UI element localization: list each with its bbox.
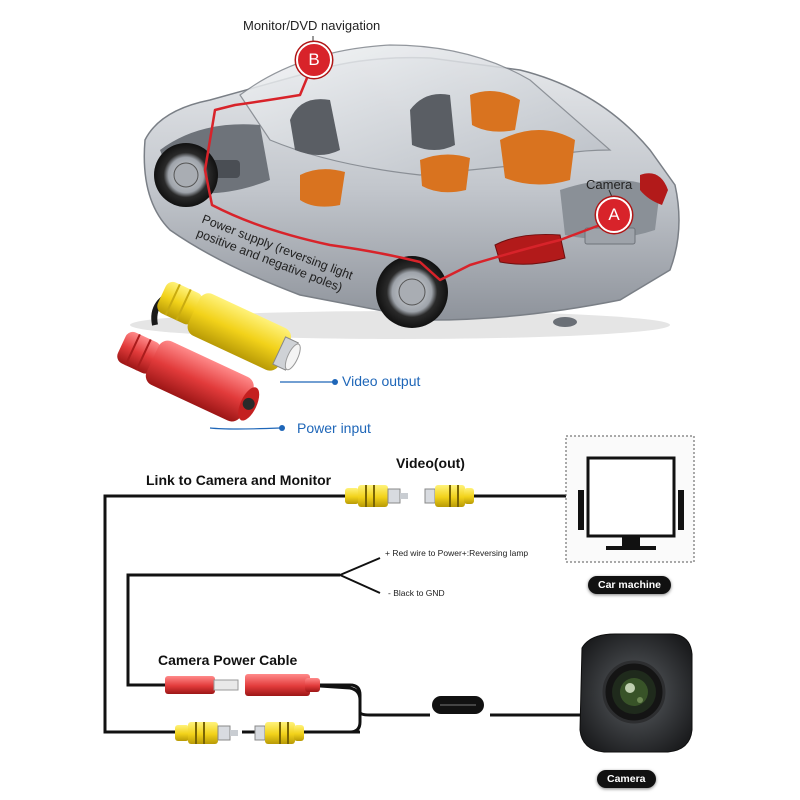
wiring-diagram bbox=[103, 435, 695, 753]
video-output-callout: Video output bbox=[342, 373, 421, 389]
marker-b: B bbox=[296, 42, 332, 78]
power-input-callout: Power input bbox=[297, 420, 371, 436]
camera-label-car: Camera bbox=[586, 177, 633, 192]
black-wire-note: - Black to GND bbox=[388, 588, 445, 598]
car-machine-badge: Car machine bbox=[588, 576, 672, 594]
rca-plugs-illustration bbox=[117, 281, 338, 431]
power-cable-heading: Camera Power Cable bbox=[158, 652, 298, 668]
camera-badge: Camera bbox=[597, 770, 656, 788]
link-heading: Link to Camera and Monitor bbox=[146, 472, 332, 488]
video-out-heading: Video(out) bbox=[396, 455, 465, 471]
marker-a: A bbox=[596, 197, 632, 233]
red-wire-note: + Red wire to Power+:Reversing lamp bbox=[385, 548, 529, 558]
monitor-dvd-label: Monitor/DVD navigation bbox=[243, 18, 381, 33]
